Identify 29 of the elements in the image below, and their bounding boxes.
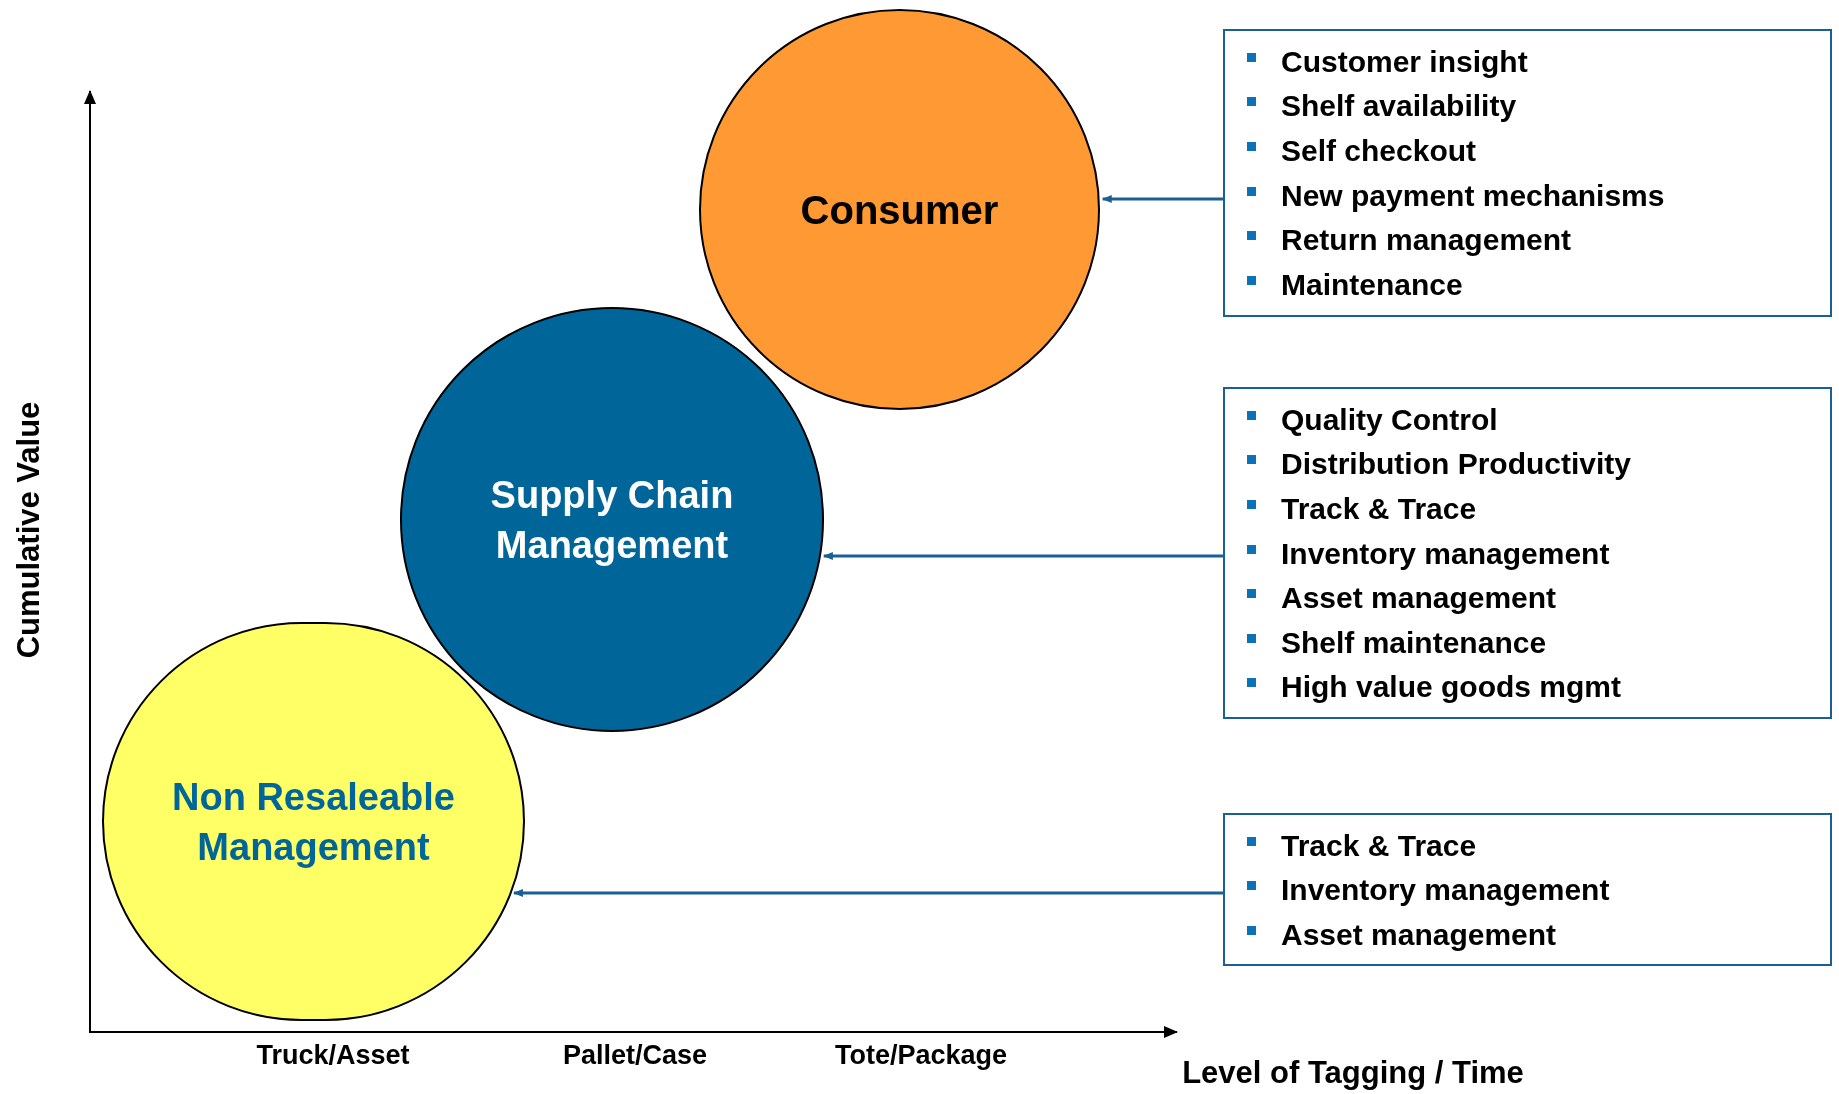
bullet-list-box	[1223, 387, 1832, 719]
arrow	[1101, 195, 1223, 203]
bullet-list-box	[1223, 813, 1832, 966]
list-item: Shelf availability	[1281, 88, 1517, 125]
axis-title: Cumulative Value	[9, 401, 47, 659]
list-item: Customer insight	[1281, 43, 1528, 80]
list-item: Asset management	[1281, 917, 1557, 953]
arrow	[512, 889, 1223, 897]
axis-tick-label: Truck/Asset	[256, 1038, 410, 1072]
list-item: Track & Trace	[1281, 827, 1477, 864]
list-item: Shelf maintenance	[1281, 624, 1547, 661]
axis-title: Level of Tagging / Time	[1182, 1053, 1524, 1092]
axis-tick-label: Pallet/Case	[562, 1038, 708, 1072]
list-item: Quality Control	[1281, 401, 1498, 438]
bullet-list-box	[1223, 29, 1832, 317]
list-item: Asset management	[1281, 580, 1557, 617]
list-item: Track & Trace	[1281, 491, 1477, 527]
list-item: Return management	[1281, 222, 1572, 259]
list-item: Distribution Productivity	[1281, 446, 1631, 483]
list-item: Inventory management	[1281, 872, 1610, 909]
circle-label: Supply Chain Management	[489, 472, 735, 568]
list-item: Inventory management	[1281, 535, 1610, 572]
list-item: High value goods mgmt	[1281, 669, 1622, 706]
list-item: Maintenance	[1281, 266, 1463, 303]
list-item: New payment mechanisms	[1281, 177, 1665, 214]
circle-label: Non Resaleable Management	[171, 774, 456, 870]
circle-label: Consumer	[799, 186, 1000, 234]
axis-tick-label: Tote/Package	[834, 1038, 1008, 1072]
list-item: Self checkout	[1281, 133, 1477, 169]
